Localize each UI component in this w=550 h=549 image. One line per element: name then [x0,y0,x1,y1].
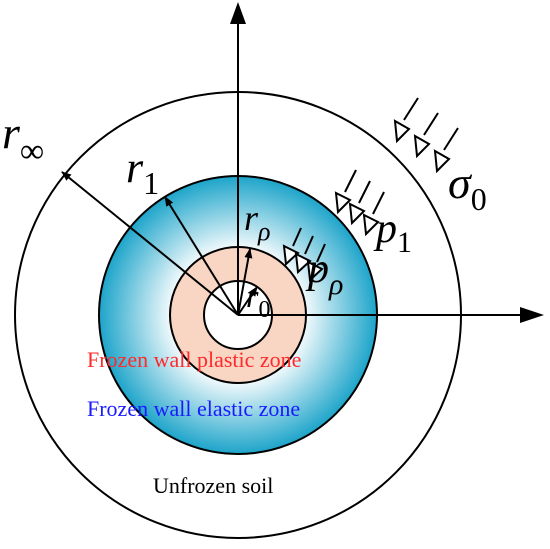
label-r-rho-base: r [244,198,259,238]
pressure-arrows-p-rho [282,227,326,283]
horizontal-axis-arrowhead [520,307,544,323]
label-r-inf: r∞ [2,107,44,170]
label-p-rho-base: p [305,246,329,292]
label-r0: r0 [246,278,270,323]
radius-r-inf-arrow [61,171,239,316]
vertical-axis-arrowhead [230,2,246,24]
pressure-arrows-sigma0 [393,97,459,174]
label-sigma0: σ0 [448,157,487,217]
label-r0-sub: 0 [258,297,270,323]
label-r-inf-base: r [2,107,21,158]
label-p1: p1 [373,206,412,259]
label-r-rho-sub: ρ [257,217,270,246]
label-r1-base: r [126,143,144,192]
pressure-arrows-p1 [334,169,385,237]
label-r-inf-sub: ∞ [20,133,44,170]
unfrozen-soil-label: Unfrozen soil [153,473,273,498]
plastic-zone-label: Frozen wall plastic zone [87,347,301,372]
radius-r0-arrow [237,286,258,316]
label-p-rho-sub: ρ [328,268,343,301]
label-sigma0-base: σ [448,157,473,208]
label-p1-base: p [373,206,397,252]
label-sigma0-sub: 0 [471,181,487,217]
label-r1: r1 [126,143,159,201]
label-p-rho: pρ [305,246,343,301]
elastic-zone-label: Frozen wall elastic zone [87,396,300,421]
radius-r-rho-arrow [237,248,253,316]
label-r0-base: r [246,278,259,314]
label-p1-sub: 1 [397,226,412,259]
label-r1-sub: 1 [143,165,159,201]
radius-r1-arrow [164,196,239,316]
label-r-rho: rρ [244,198,271,246]
